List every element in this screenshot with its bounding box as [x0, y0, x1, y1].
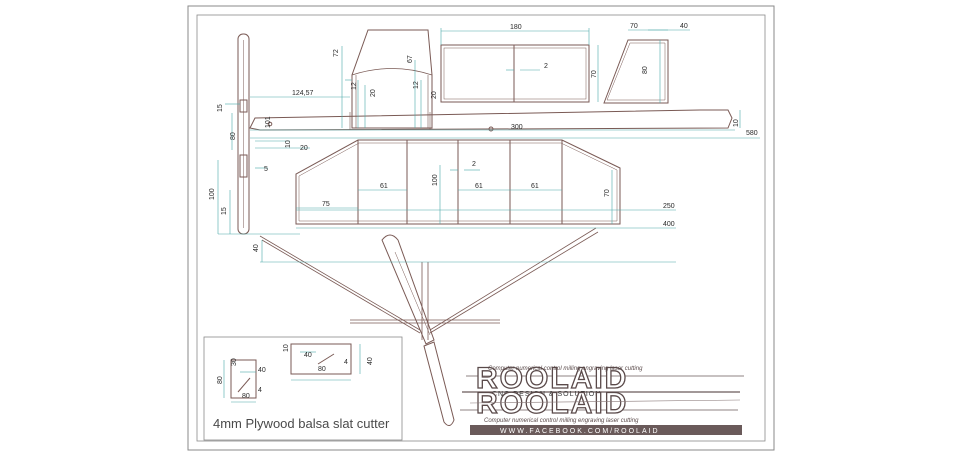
brand-script-2: Computer numerical control milling engra…: [484, 418, 639, 424]
dim-det2-40r: 40: [367, 357, 374, 365]
dim-det2-10: 10: [283, 344, 290, 352]
dim-det1-40: 40: [258, 367, 266, 374]
dimension-labels: 72 12 20 67 12 20 180 2 70 70 40 80 15 1…: [209, 23, 758, 400]
propeller-part: [237, 33, 250, 235]
dim-wing-2: 2: [472, 161, 476, 168]
brand-name-bottom: ROOLAID: [476, 387, 628, 420]
dim-left-15: 15: [221, 207, 228, 215]
fin-part: [351, 29, 433, 129]
dim-wing-61b: 61: [475, 183, 483, 190]
dim-left-100: 100: [209, 188, 216, 200]
brand-logo: ROOLAID CNC DESIGN & SOLUTION ROOLAID Co…: [460, 361, 744, 435]
stabilizer-part: [440, 44, 590, 103]
dim-fus-101: 101: [265, 116, 272, 128]
dim-wing-75: 75: [322, 201, 330, 208]
dim-det1-30: 30: [231, 358, 238, 366]
dim-mount-40: 40: [253, 244, 260, 252]
brand-url-band: [470, 425, 742, 435]
dim-fin-12b: 12: [413, 81, 420, 89]
outer-frame: [187, 5, 775, 451]
dim-det1-80b: 80: [242, 393, 250, 400]
dim-det1-4: 4: [258, 387, 262, 394]
dim-fin-12: 12: [351, 82, 358, 90]
dim-trap-80: 80: [642, 66, 649, 74]
dim-stab-70: 70: [591, 70, 598, 78]
dim-det2-4: 4: [344, 359, 348, 366]
dim-wing-61c: 61: [531, 183, 539, 190]
dim-trap-40: 40: [680, 23, 688, 30]
dim-stab-2: 2: [544, 63, 548, 70]
dim-det2-80: 80: [318, 366, 326, 373]
dimension-lines: [217, 28, 760, 263]
dim-fus-580: 580: [746, 130, 758, 137]
brand-script-1: Computer numerical control milling engra…: [488, 366, 643, 372]
dim-det2-40: 40: [304, 352, 312, 359]
dim-trap-70: 70: [630, 23, 638, 30]
brand-tagline: CNC DESIGN & SOLUTION: [492, 391, 601, 398]
detail-dimensions: [223, 344, 361, 403]
dim-wing-250: 250: [663, 203, 675, 210]
trapezoid-part: [603, 39, 669, 104]
dim-stab-180: 180: [510, 24, 522, 31]
dim-prop-5: 5: [264, 166, 268, 173]
dim-wing-61a: 61: [380, 183, 388, 190]
detail-box: [203, 336, 403, 441]
dim-fus-20: 20: [300, 145, 308, 152]
wing-part: [295, 139, 621, 225]
drawing-caption: 4mm Plywood balsa slat cutter: [213, 416, 390, 431]
brand-name-top: ROOLAID: [476, 362, 628, 395]
dim-fin-20b: 20: [431, 91, 438, 99]
dim-fus-300: 300: [511, 124, 523, 131]
dim-wing-100: 100: [432, 174, 439, 186]
detail-part-2: [290, 343, 352, 375]
inner-frame: [196, 14, 766, 442]
strut-part: [259, 227, 599, 340]
slat-piece: [381, 234, 455, 426]
dim-prop-15: 15: [217, 104, 224, 112]
brand-url: WWW.FACEBOOK.COM/ROOLAID: [500, 428, 660, 435]
detail-part-1: [230, 359, 257, 399]
dim-fin-67: 67: [407, 55, 414, 63]
dim-fin-72: 72: [333, 49, 340, 57]
dim-wing-400: 400: [663, 221, 675, 228]
dim-fus-10r: 10: [733, 119, 740, 127]
dim-det1-80: 80: [217, 376, 224, 384]
dim-fin-20: 20: [370, 89, 377, 97]
fuselage-part: [249, 109, 733, 132]
dim-fus-124: 124,57: [292, 90, 314, 97]
dim-wing-70: 70: [604, 189, 611, 197]
dim-fus-10: 10: [285, 140, 292, 148]
dim-fus-80: 80: [230, 132, 237, 140]
